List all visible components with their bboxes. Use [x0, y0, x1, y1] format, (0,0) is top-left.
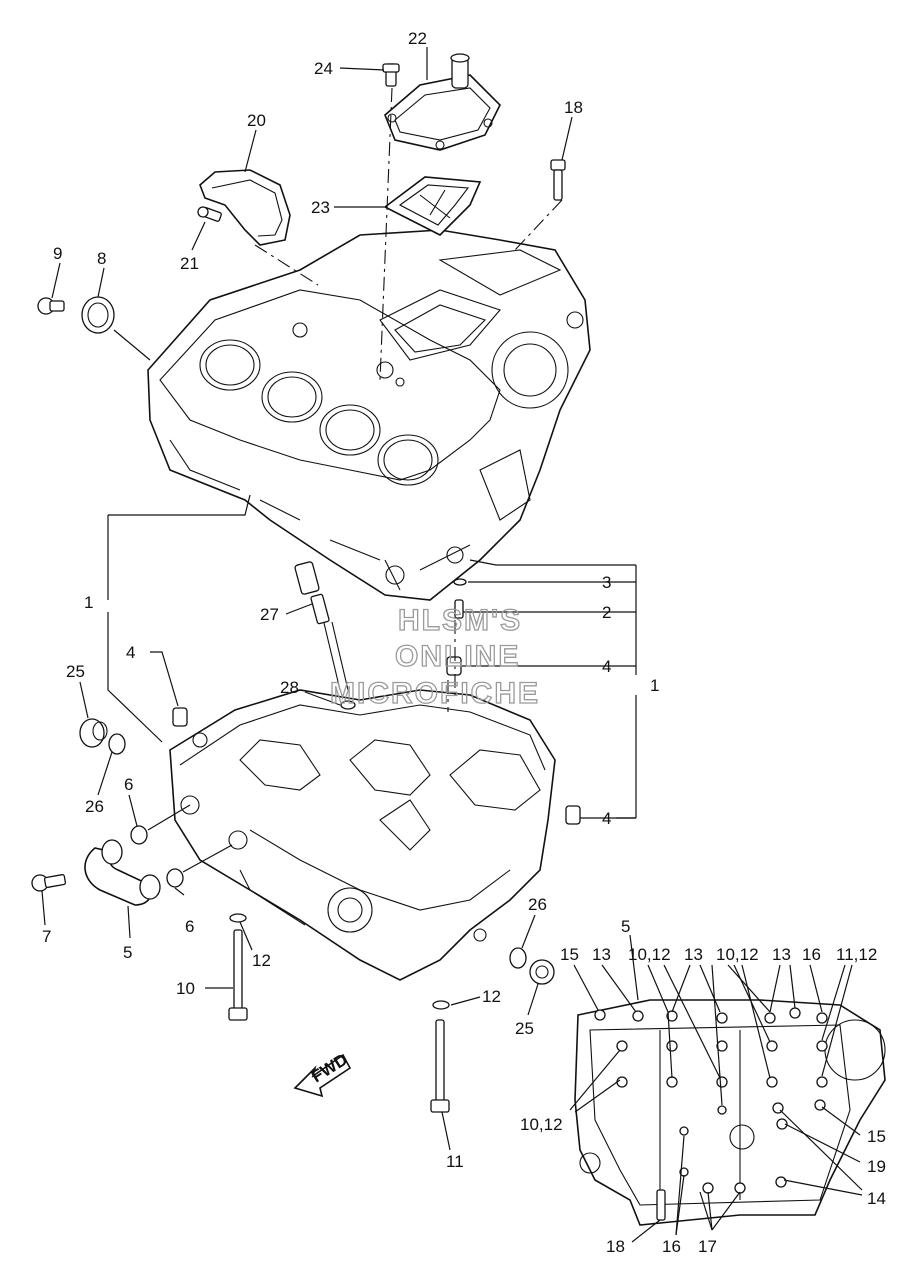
- inset-callout-13-b: 13: [684, 945, 703, 964]
- callout-21: 21: [180, 254, 199, 273]
- callout-12-a: 12: [252, 951, 271, 970]
- inset-callout-13-c: 13: [772, 945, 791, 964]
- callout-24: 24: [314, 59, 333, 78]
- inset-bolts: [594, 1007, 828, 1221]
- callout-2: 2: [602, 603, 611, 622]
- inset-view: [574, 999, 886, 1226]
- leader-lines: [41, 47, 863, 1243]
- callout-27: 27: [260, 605, 279, 624]
- callout-25-right: 25: [515, 1019, 534, 1038]
- washer-12-b: [432, 1000, 450, 1010]
- callout-26-left: 26: [85, 797, 104, 816]
- callout-4-right: 4: [602, 809, 611, 828]
- callout-26-right: 26: [528, 895, 547, 914]
- callout-20: 20: [247, 111, 266, 130]
- callout-7: 7: [42, 927, 51, 946]
- callout-6-b: 6: [185, 917, 194, 936]
- washer-26-left: [108, 733, 126, 755]
- dowel-4b: [172, 707, 188, 727]
- inset-callout-10-12-b: 10,12: [716, 945, 759, 964]
- washer-6-a: [130, 825, 148, 845]
- bolt-7: [31, 874, 67, 892]
- washer-12-a: [229, 913, 247, 923]
- callout-12-b: 12: [482, 987, 501, 1006]
- sensor-27: [294, 561, 349, 691]
- callout-4-mid: 4: [602, 657, 611, 676]
- inset-callout-10-12-a: 10,12: [628, 945, 671, 964]
- bolt-21: [197, 206, 222, 222]
- washer-6-b: [166, 868, 184, 888]
- upper-crankcase: [147, 229, 591, 601]
- callout-28: 28: [280, 678, 299, 697]
- inset-callout-16-top: 16: [802, 945, 821, 964]
- inset-callout-5: 5: [621, 917, 630, 936]
- bolt-11: [430, 1019, 450, 1113]
- washer-26-right: [509, 947, 527, 969]
- inset-callout-19: 19: [867, 1157, 886, 1176]
- plug-25-right: [529, 959, 555, 985]
- callout-10: 10: [176, 979, 195, 998]
- dowel-4a: [446, 656, 462, 676]
- cover-20: [199, 169, 291, 246]
- callout-5: 5: [123, 943, 132, 962]
- lower-crankcase: [169, 689, 556, 981]
- watermark-line-3: MICROFICHE: [330, 677, 540, 710]
- watermark-line-1: HLSM'S: [398, 604, 522, 637]
- inset-callout-18: 18: [606, 1237, 625, 1256]
- inset-callout-10-12-c: 10,12: [520, 1115, 563, 1134]
- callout-8: 8: [97, 249, 106, 268]
- dowel-4c: [565, 805, 581, 825]
- callout-22: 22: [408, 29, 427, 48]
- inset-callout-17: 17: [698, 1237, 717, 1256]
- cover-bolt-24: [382, 63, 400, 87]
- watermark-line-2: ONLINE: [395, 640, 520, 673]
- cap-8: [81, 296, 115, 334]
- callout-11: 11: [446, 1152, 464, 1171]
- fwd-arrow: FWD: [293, 1050, 352, 1098]
- pin-2: [454, 599, 464, 619]
- watermark: HLSM'S ONLINE MICROFICHE: [329, 603, 540, 710]
- callout-labels: 22 24 18 20 23 21 9 8 3 2 1 27 4 4 1 25 …: [42, 29, 886, 1256]
- breather-cover: [384, 53, 501, 151]
- callout-3: 3: [602, 573, 611, 592]
- callout-23: 23: [311, 198, 330, 217]
- inset-callout-11-12: 11,12: [836, 945, 877, 964]
- callout-4-left: 4: [126, 643, 135, 662]
- bolt-18-top: [550, 159, 566, 201]
- callout-25-left: 25: [66, 662, 85, 681]
- breather-gasket: [383, 176, 482, 236]
- inset-callout-15-top: 15: [560, 945, 579, 964]
- callout-9: 9: [53, 244, 62, 263]
- plug-25-left: [79, 718, 108, 748]
- bolt-10: [228, 929, 248, 1021]
- callout-1-left: 1: [84, 593, 93, 612]
- callout-18-top: 18: [564, 98, 583, 117]
- inset-callout-15-right: 15: [867, 1127, 886, 1146]
- oring-3: [453, 578, 467, 586]
- washer-28: [340, 700, 356, 710]
- callout-1-right: 1: [650, 676, 659, 695]
- inset-callout-13-a: 13: [592, 945, 611, 964]
- callout-6-a: 6: [124, 775, 133, 794]
- inset-callout-14: 14: [867, 1189, 886, 1208]
- plug-9: [37, 297, 65, 315]
- pipe-5: [84, 839, 161, 906]
- inset-callout-16-bottom: 16: [662, 1237, 681, 1256]
